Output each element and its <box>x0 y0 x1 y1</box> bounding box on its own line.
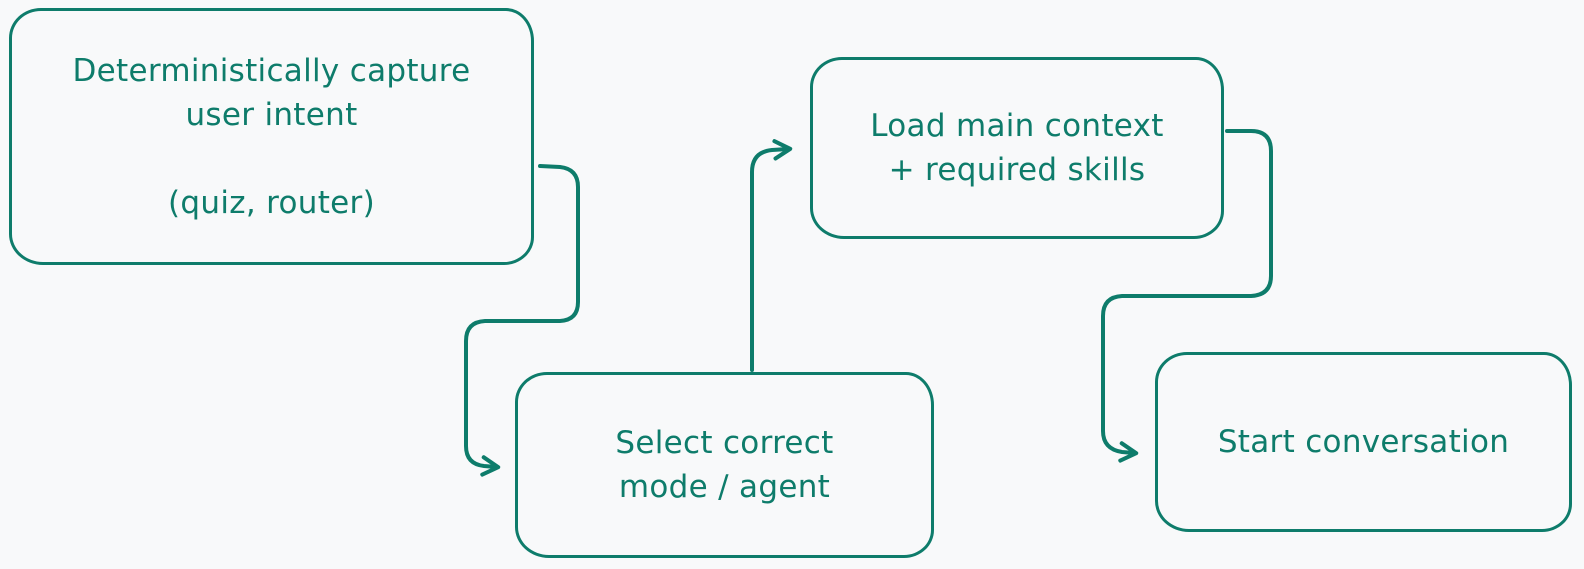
node-label-line: user intent <box>185 96 358 133</box>
node-start-conversation: Start conversation <box>1155 352 1572 532</box>
node-label-line: + required skills <box>888 152 1146 188</box>
edge-select-to-load <box>750 139 793 372</box>
node-select-mode-agent: Select correct mode / agent <box>515 372 934 558</box>
node-capture-user-intent: Deterministically capture user intent (q… <box>9 8 534 265</box>
node-label-line: Start conversation <box>1217 424 1510 460</box>
node-load-context-skills: Load main context + required skills <box>810 57 1224 239</box>
node-label-line: (quiz, router) <box>168 184 375 221</box>
edge-capture-to-select <box>464 164 580 477</box>
node-label-line: mode / agent <box>618 469 831 505</box>
edge-load-to-start <box>1101 129 1273 463</box>
node-label-line: Select correct <box>615 425 834 461</box>
node-label-line: Deterministically capture <box>72 52 471 89</box>
node-label-line: Load main context <box>870 108 1164 144</box>
